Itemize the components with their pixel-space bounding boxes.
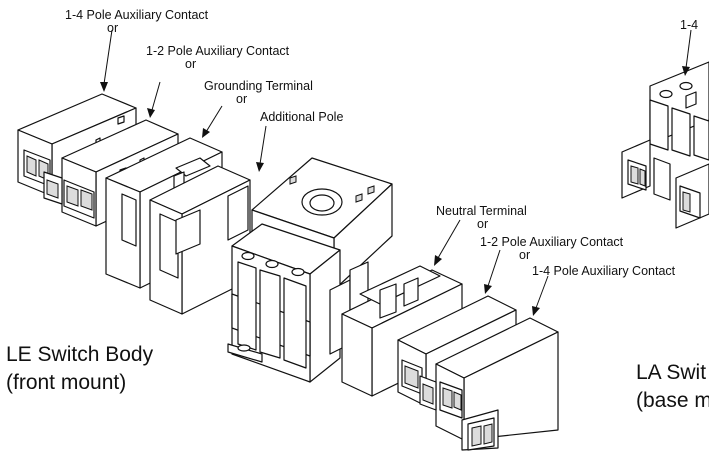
la-switch-body-partial [621, 61, 709, 229]
label-or: or [185, 57, 197, 71]
label-aux-contact-1-4-pole-right: 1-4 Pole Auxiliary Contact [532, 264, 676, 278]
le-switch-body [227, 157, 393, 383]
la-switch-body-subtitle: (base m [636, 389, 709, 412]
label-or: or [107, 21, 119, 35]
label-or: or [477, 217, 489, 231]
label-or: or [236, 92, 248, 106]
label-grounding-terminal: Grounding Terminal [204, 79, 313, 93]
le-switch-body-subtitle: (front mount) [6, 371, 127, 394]
label-additional-pole: Additional Pole [260, 110, 344, 124]
label-aux-contact-1-4-pole-top: 1-4 Pole Auxiliary Contact [65, 8, 209, 22]
label-aux-contact-1-2-pole-top: 1-2 Pole Auxiliary Contact [146, 44, 290, 58]
la-switch-body-title: LA Swit [636, 361, 707, 384]
label-right-partial: 1-4 [680, 18, 699, 32]
le-switch-body-title: LE Switch Body [6, 343, 154, 366]
aux-contact-1-4-pole-right [419, 317, 559, 451]
leader-lines [100, 29, 692, 316]
label-neutral-terminal: Neutral Terminal [436, 204, 527, 218]
label-or: or [519, 248, 531, 262]
label-aux-contact-1-2-pole-right: 1-2 Pole Auxiliary Contact [480, 235, 624, 249]
neutral-terminal [341, 265, 463, 397]
